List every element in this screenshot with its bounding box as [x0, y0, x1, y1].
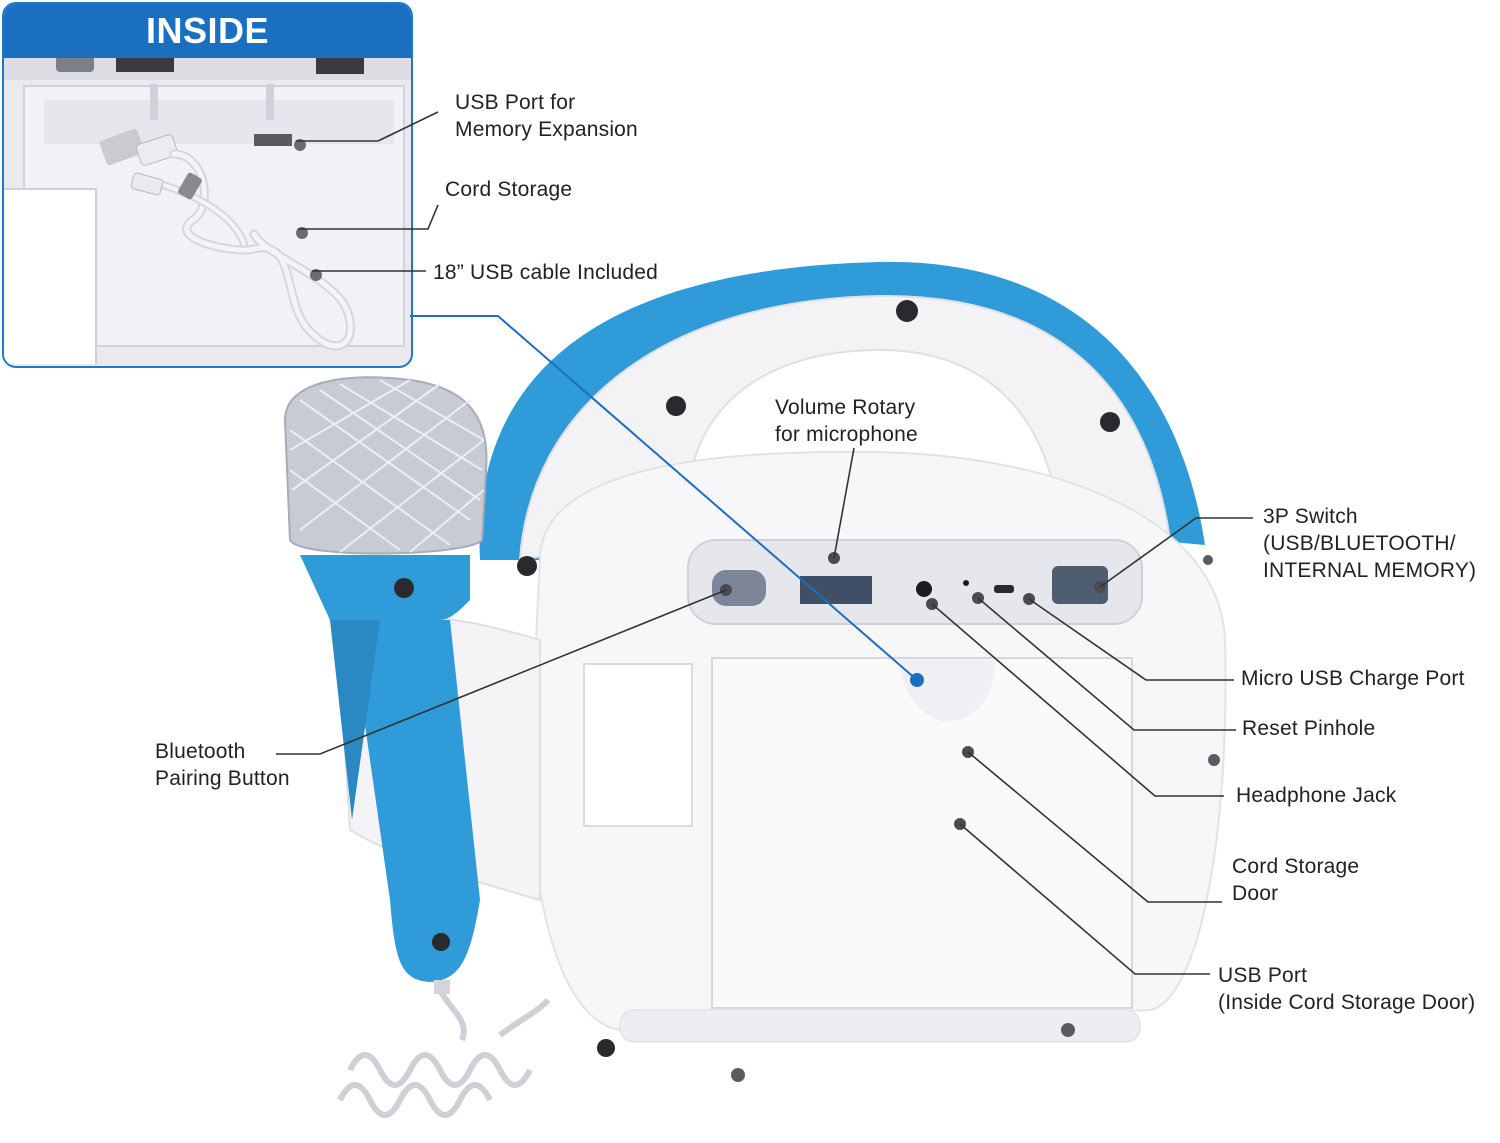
- label-reset-pinhole: Reset Pinhole: [1242, 717, 1376, 740]
- inside-compartment-illustration: [4, 56, 411, 364]
- label-3p-switch: 3P Switch (USB/BLUETOOTH/ INTERNAL MEMOR…: [1263, 503, 1476, 584]
- label-headphone-jack: Headphone Jack: [1236, 784, 1397, 807]
- label-volume-rotary-line1: Volume Rotary: [775, 396, 916, 419]
- bluetooth-button-shape: [712, 570, 766, 606]
- label-bluetooth-pairing-line2: Pairing Button: [155, 767, 290, 790]
- leader-lines: [276, 111, 1253, 975]
- label-cord-storage-door-line1: Cord Storage: [1232, 855, 1360, 878]
- label-cord-storage-door: Cord Storage Door: [1232, 853, 1359, 907]
- label-3p-switch-line2: (USB/BLUETOOTH/: [1263, 532, 1456, 555]
- label-usb-port-memory: USB Port for Memory Expansion: [455, 89, 638, 143]
- label-3p-switch-line1: 3P Switch: [1263, 505, 1358, 528]
- label-cord-storage: Cord Storage: [445, 178, 573, 201]
- label-usb-port: USB Port (Inside Cord Storage Door): [1218, 962, 1475, 1016]
- inside-inset: INSIDE: [2, 2, 413, 368]
- usb-cable-illustration: [99, 128, 355, 351]
- microphone-illustration: [283, 376, 488, 994]
- label-3p-switch-line3: INTERNAL MEMORY): [1263, 559, 1477, 582]
- label-usb-port-line2: (Inside Cord Storage Door): [1218, 991, 1476, 1014]
- label-volume-rotary-line2: for microphone: [775, 423, 918, 446]
- label-cord-storage-door-line2: Door: [1232, 882, 1279, 905]
- inset-header: [4, 4, 411, 58]
- label-usb-port-memory-line1: USB Port for: [455, 91, 576, 114]
- volume-rotary-shape: [800, 576, 872, 604]
- label-bluetooth-pairing: Bluetooth Pairing Button: [155, 738, 290, 792]
- label-micro-usb: Micro USB Charge Port: [1241, 667, 1465, 690]
- label-bluetooth-pairing-line1: Bluetooth: [155, 740, 246, 763]
- label-usb-port-memory-line2: Memory Expansion: [455, 118, 638, 141]
- label-usb-cable: 18” USB cable Included: [433, 261, 659, 284]
- coiled-cord-illustration: [337, 988, 551, 1118]
- 3p-switch-shape: [1052, 566, 1108, 604]
- label-volume-rotary: Volume Rotary for microphone: [775, 394, 918, 448]
- label-usb-port-line1: USB Port: [1218, 964, 1308, 987]
- inset-title: INSIDE: [145, 10, 270, 51]
